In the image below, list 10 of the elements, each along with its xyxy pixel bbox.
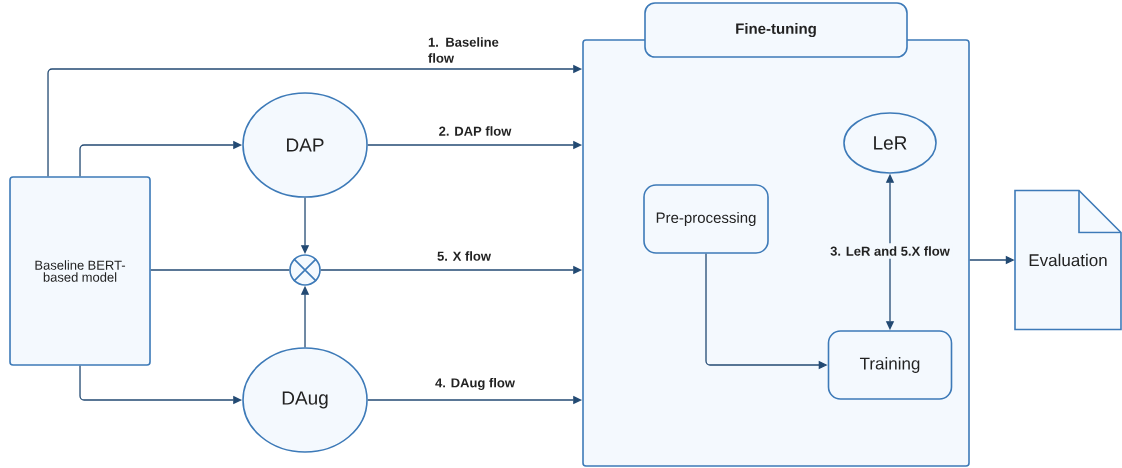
multiply-circle	[289, 254, 321, 286]
model-box: Baseline BERT-based model	[9, 176, 151, 366]
heading-tab: Fine-tuning	[644, 2, 908, 58]
edge-label: 1. Baseline flow	[428, 37, 499, 63]
edge-label: 5. X flow	[437, 251, 491, 261]
process-box: Pre-processing	[643, 184, 769, 254]
edge-label: 3. LeR and 5.X flow	[827, 243, 953, 259]
edge-label: 4. DAug flow	[435, 377, 515, 391]
edge-label: 2. DAP flow	[439, 126, 512, 136]
process-box: Training	[827, 330, 953, 400]
